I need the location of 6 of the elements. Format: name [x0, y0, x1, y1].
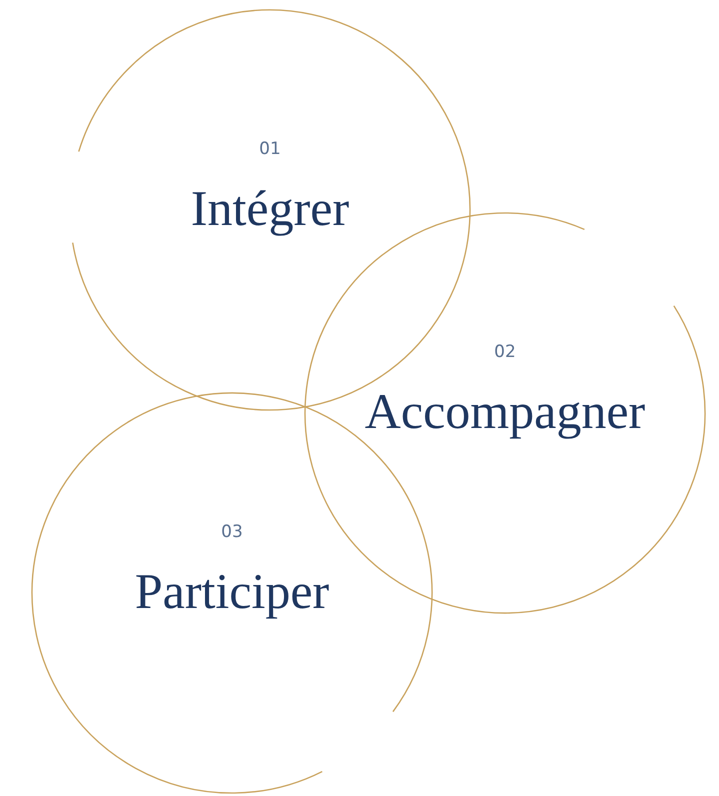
step-title: Accompagner [364, 382, 646, 440]
step-title: Intégrer [190, 179, 350, 237]
step-number: 02 [494, 342, 516, 362]
step-number: 03 [221, 522, 243, 542]
step-title: Participer [134, 562, 330, 620]
step-number: 01 [259, 139, 281, 159]
